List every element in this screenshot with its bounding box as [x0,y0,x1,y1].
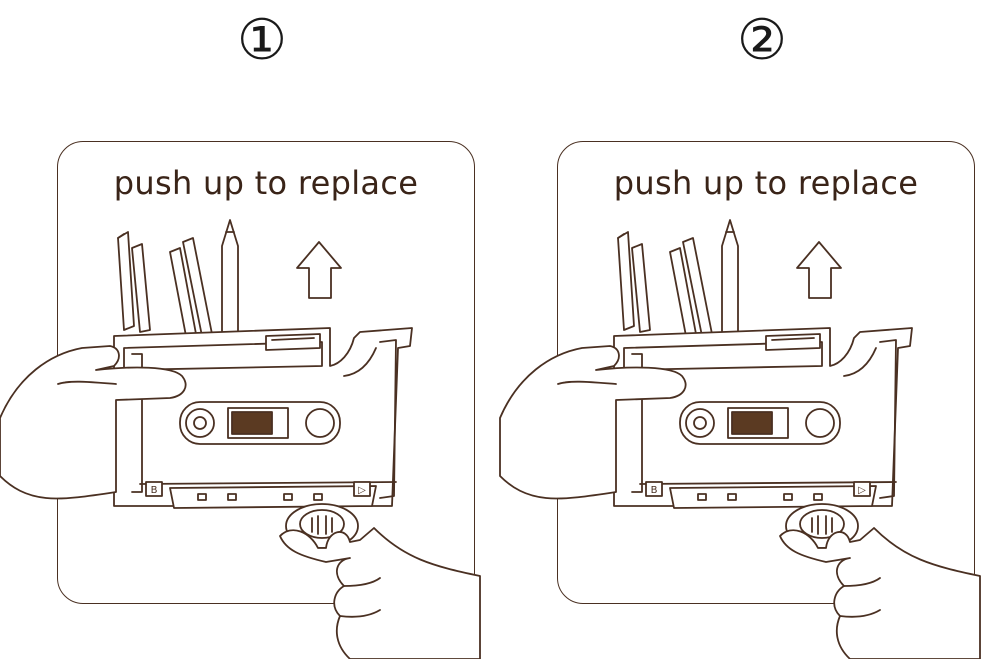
cassette-body [613,327,913,509]
right-hand [279,527,481,659]
up-arrow-icon [796,241,842,299]
up-arrow-icon [296,241,342,299]
pencil-group [117,219,239,337]
left-hand [0,345,187,500]
cassette-body [113,327,413,509]
step-2-number: ② [736,8,788,73]
pencil-group [617,219,739,337]
panel-2-caption: push up to replace [613,164,919,202]
panel-1-caption: push up to replace [113,164,419,202]
cassette-side-label: B [151,485,158,496]
step-1-number: ① [236,8,288,73]
illustration-2: B ▷ [499,219,981,659]
right-hand [779,527,981,659]
illustration-1: B ▷ [0,219,481,659]
cassette-play-label: ▷ [858,485,866,496]
cassette-play-label: ▷ [358,485,366,496]
left-hand [499,345,687,500]
cassette-side-label: B [651,485,658,496]
